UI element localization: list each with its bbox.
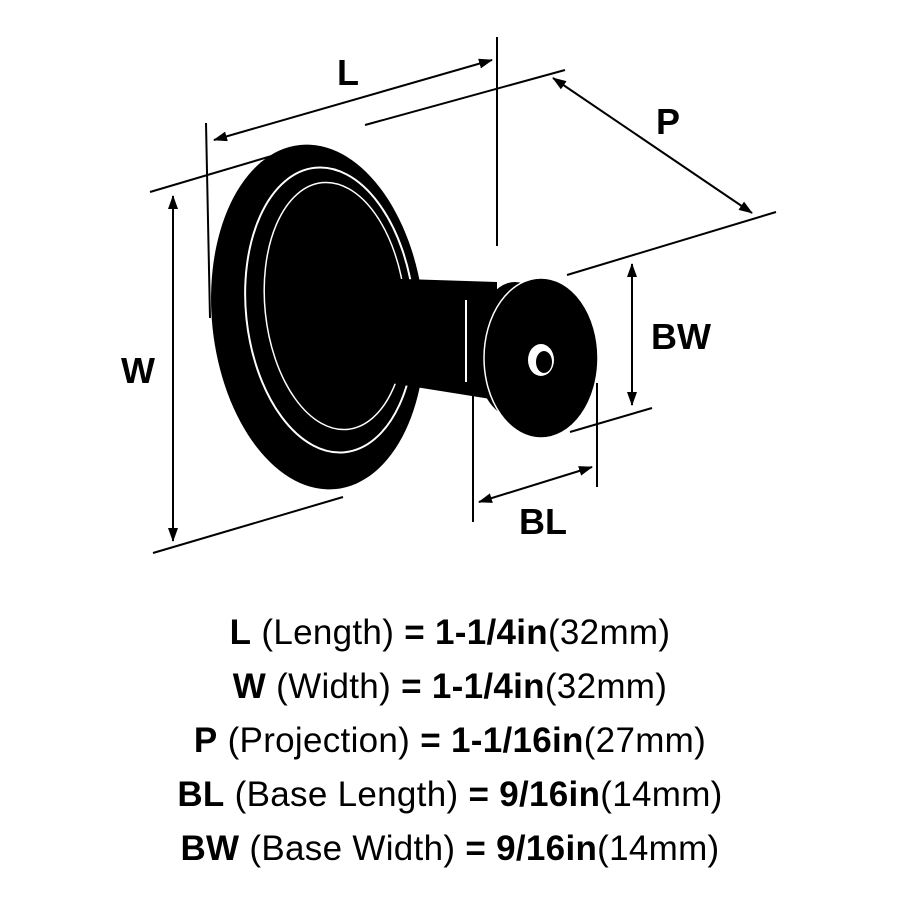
spec-imperial: 1-1/4in (434, 613, 548, 652)
spec-row-width: W (Width) = 1-1/4in(32mm) (0, 660, 900, 714)
spec-code: P (193, 721, 218, 760)
spec-equals: = (420, 721, 441, 760)
dimension-P-arrow (552, 77, 753, 214)
spec-metric: (27mm) (583, 721, 707, 760)
spec-name: (Projection) (227, 721, 411, 760)
dimension-arrows (168, 58, 753, 542)
spec-code: BW (180, 829, 240, 868)
label-P: P (656, 101, 680, 142)
spec-code: W (232, 667, 267, 706)
spec-code: L (229, 613, 252, 652)
spec-equals: = (468, 775, 490, 814)
spec-imperial: 9/16in (496, 829, 598, 868)
spec-row-projection: P (Projection) = 1-1/16in(27mm) (0, 714, 900, 768)
spec-row-length: L (Length) = 1-1/4in(32mm) (0, 606, 900, 660)
hook-dimension-diagram: L W P BW BL (121, 37, 777, 554)
spec-name: (Base Width) (249, 829, 456, 868)
spec-row-base-length: BL (Base Length) = 9/16in(14mm) (0, 768, 900, 822)
spec-code: BL (177, 775, 225, 814)
spec-equals: = (401, 667, 422, 706)
dimension-spec-list: L (Length) = 1-1/4in(32mm) W (Width) = 1… (0, 606, 900, 876)
screw-hole-inner (536, 351, 552, 373)
spec-metric: (14mm) (597, 829, 720, 868)
spec-imperial: 1-1/4in (431, 667, 545, 706)
spec-equals: = (465, 829, 487, 868)
spec-row-base-width: BW (Base Width) = 9/16in(14mm) (0, 822, 900, 876)
robe-hook-illustration (211, 144, 599, 490)
knob-face-edge (483, 277, 599, 439)
spec-metric: (14mm) (600, 775, 723, 814)
label-W: W (121, 350, 155, 391)
spec-metric: (32mm) (544, 667, 668, 706)
dimension-BL-arrow (478, 466, 593, 503)
spec-name: (Length) (261, 613, 395, 652)
spec-equals: = (404, 613, 425, 652)
dimension-L-arrow (213, 58, 493, 142)
label-BW: BW (651, 316, 711, 357)
spec-name: (Base Length) (234, 775, 459, 814)
spec-imperial: 1-1/16in (450, 721, 584, 760)
spec-name: (Width) (276, 667, 392, 706)
label-BL: BL (519, 501, 567, 542)
spec-imperial: 9/16in (499, 775, 601, 814)
spec-metric: (32mm) (547, 613, 671, 652)
back-plate (211, 144, 425, 490)
label-L: L (337, 52, 359, 93)
